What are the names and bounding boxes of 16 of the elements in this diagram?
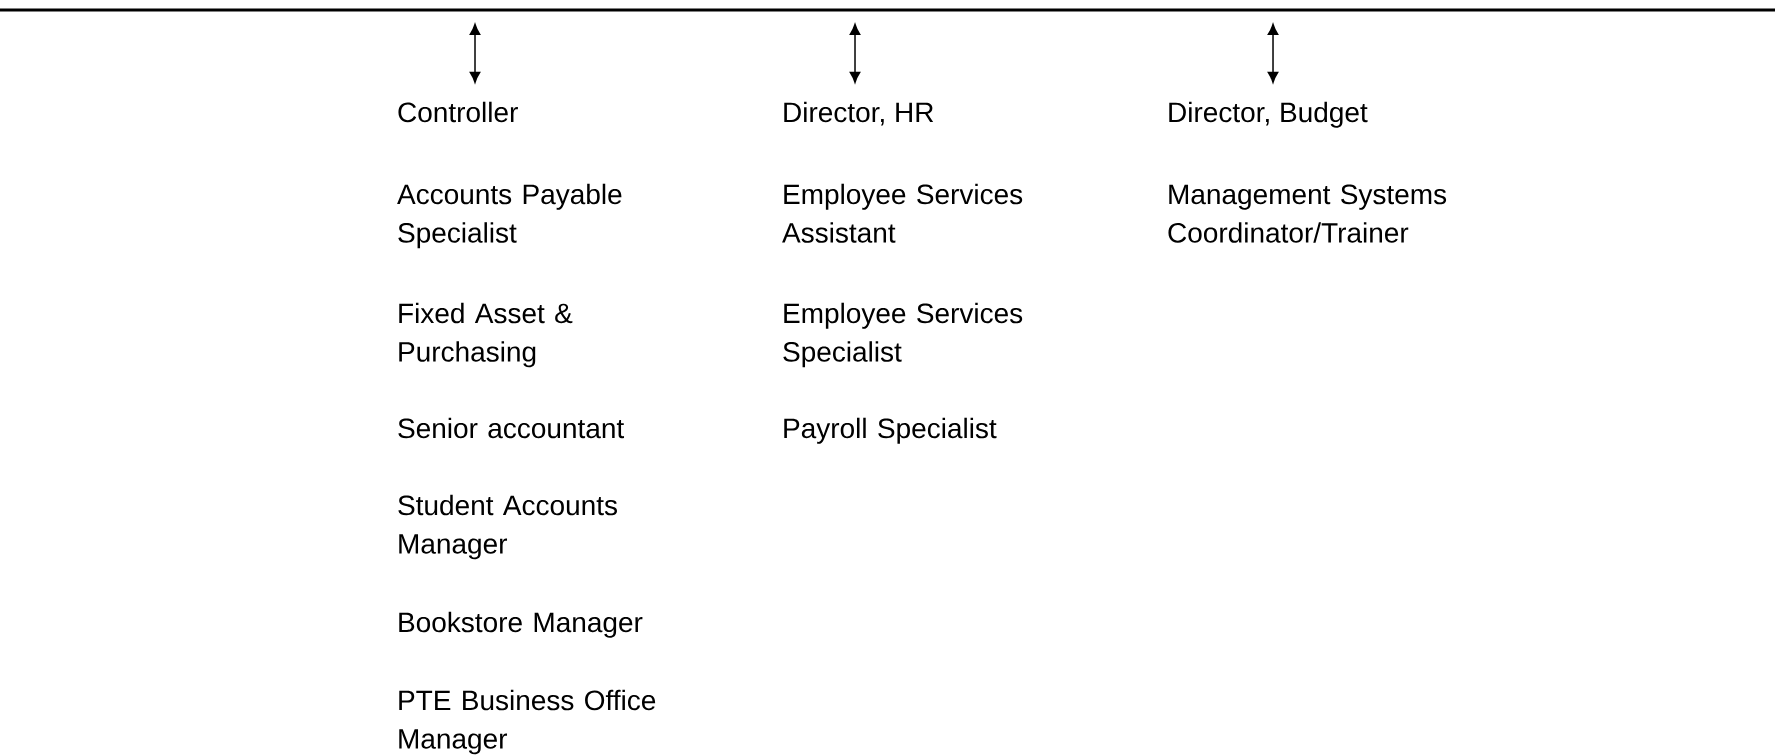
heading-text: Director, HR — [784, 101, 934, 126]
double-arrow — [1267, 23, 1279, 83]
role-text: Bookstore Manager — [399, 611, 643, 638]
role-text: Employee Services Assistant — [782, 183, 1023, 243]
role-text: Management Systems Coordinator/Trainer — [1168, 184, 1447, 243]
role-text: Employee Services Specialist — [783, 302, 1023, 368]
role-text: PTE Business Office Manager — [399, 689, 656, 755]
role-text: Student Accounts Manager — [398, 494, 617, 560]
double-arrow — [469, 23, 481, 83]
double-arrow — [849, 23, 861, 83]
heading-text: Director, Budget — [1169, 101, 1368, 128]
role-text: Senior accountant — [398, 417, 624, 439]
role-text: Payroll Specialist — [784, 417, 997, 444]
heading-text: Controller — [398, 101, 518, 123]
role-text: Accounts Payable Specialist — [397, 183, 622, 249]
role-text: Fixed Asset & Purchasing — [399, 302, 573, 368]
